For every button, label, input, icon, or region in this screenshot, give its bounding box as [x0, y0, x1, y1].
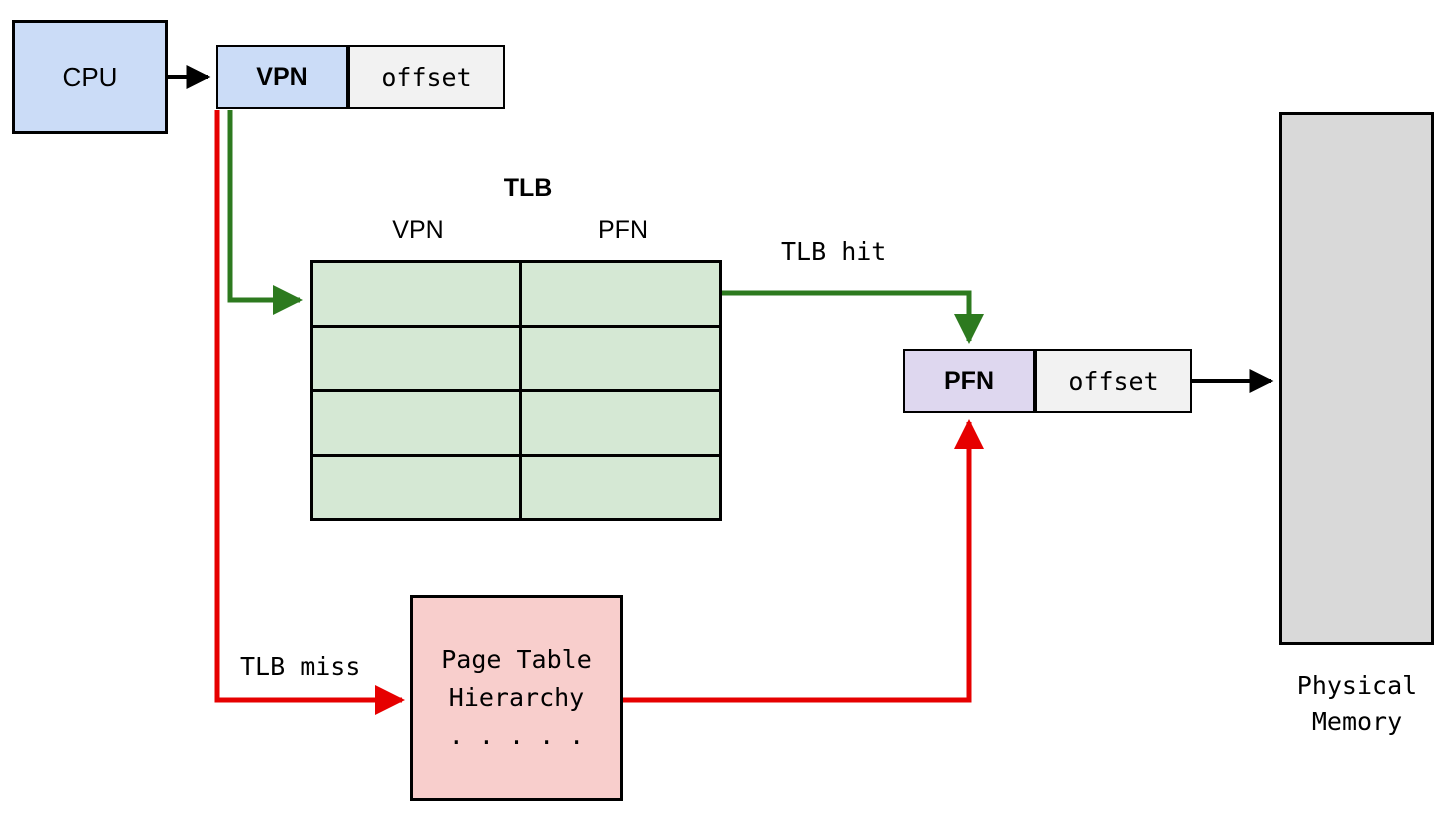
- physical-memory-line-2: Memory: [1311, 707, 1403, 736]
- tlb-hit-edge-label: TLB hit: [781, 236, 887, 266]
- tlb-title: TLB: [503, 173, 553, 202]
- tlb-column-header-vpn: VPN: [392, 215, 444, 244]
- tlb-miss-edge-label: TLB miss: [240, 651, 361, 681]
- physical-memory-box[interactable]: [1279, 112, 1434, 645]
- tlb-cell-vpn[interactable]: [313, 456, 522, 518]
- physical-memory-label: Physical Memory: [1258, 668, 1456, 740]
- tlb-cell-pfn[interactable]: [522, 327, 719, 389]
- tlb-table[interactable]: [310, 260, 722, 521]
- edge-tlb-hit-to-physical-address: [722, 290, 984, 344]
- edge-vpn-to-tlb: [227, 110, 303, 315]
- tlb-cell-vpn[interactable]: [313, 263, 522, 325]
- page-table-hierarchy-box[interactable]: Page Table Hierarchy . . . . .: [410, 595, 623, 801]
- tlb-cell-vpn[interactable]: [313, 392, 522, 454]
- physical-address-pfn-label: PFN: [944, 366, 994, 395]
- tlb-cell-pfn[interactable]: [522, 263, 719, 325]
- physical-address-offset-label: offset: [1068, 366, 1159, 396]
- tlb-column-header-pfn: PFN: [598, 215, 648, 244]
- cpu-label: CPU: [62, 61, 118, 92]
- virtual-address-offset-label: offset: [381, 62, 472, 92]
- virtual-address-offset-field[interactable]: offset: [348, 45, 505, 109]
- virtual-address-vpn-field[interactable]: VPN: [216, 45, 348, 109]
- table-row[interactable]: [313, 327, 719, 392]
- physical-address-offset-field[interactable]: offset: [1035, 349, 1192, 413]
- page-table-ellipsis: . . . . .: [448, 721, 585, 750]
- table-row[interactable]: [313, 263, 719, 328]
- table-row[interactable]: [313, 392, 719, 457]
- tlb-cell-vpn[interactable]: [313, 327, 522, 389]
- physical-address-pfn-field[interactable]: PFN: [903, 349, 1035, 413]
- virtual-address-vpn-label: VPN: [256, 62, 308, 91]
- tlb-cell-pfn[interactable]: [522, 392, 719, 454]
- physical-memory-line-1: Physical: [1296, 671, 1418, 700]
- tlb-cell-pfn[interactable]: [522, 456, 719, 518]
- cpu-box[interactable]: CPU: [12, 20, 168, 134]
- table-row[interactable]: [313, 456, 719, 518]
- page-table-line-2: Hierarchy: [448, 683, 585, 712]
- page-table-line-1: Page Table: [441, 645, 592, 674]
